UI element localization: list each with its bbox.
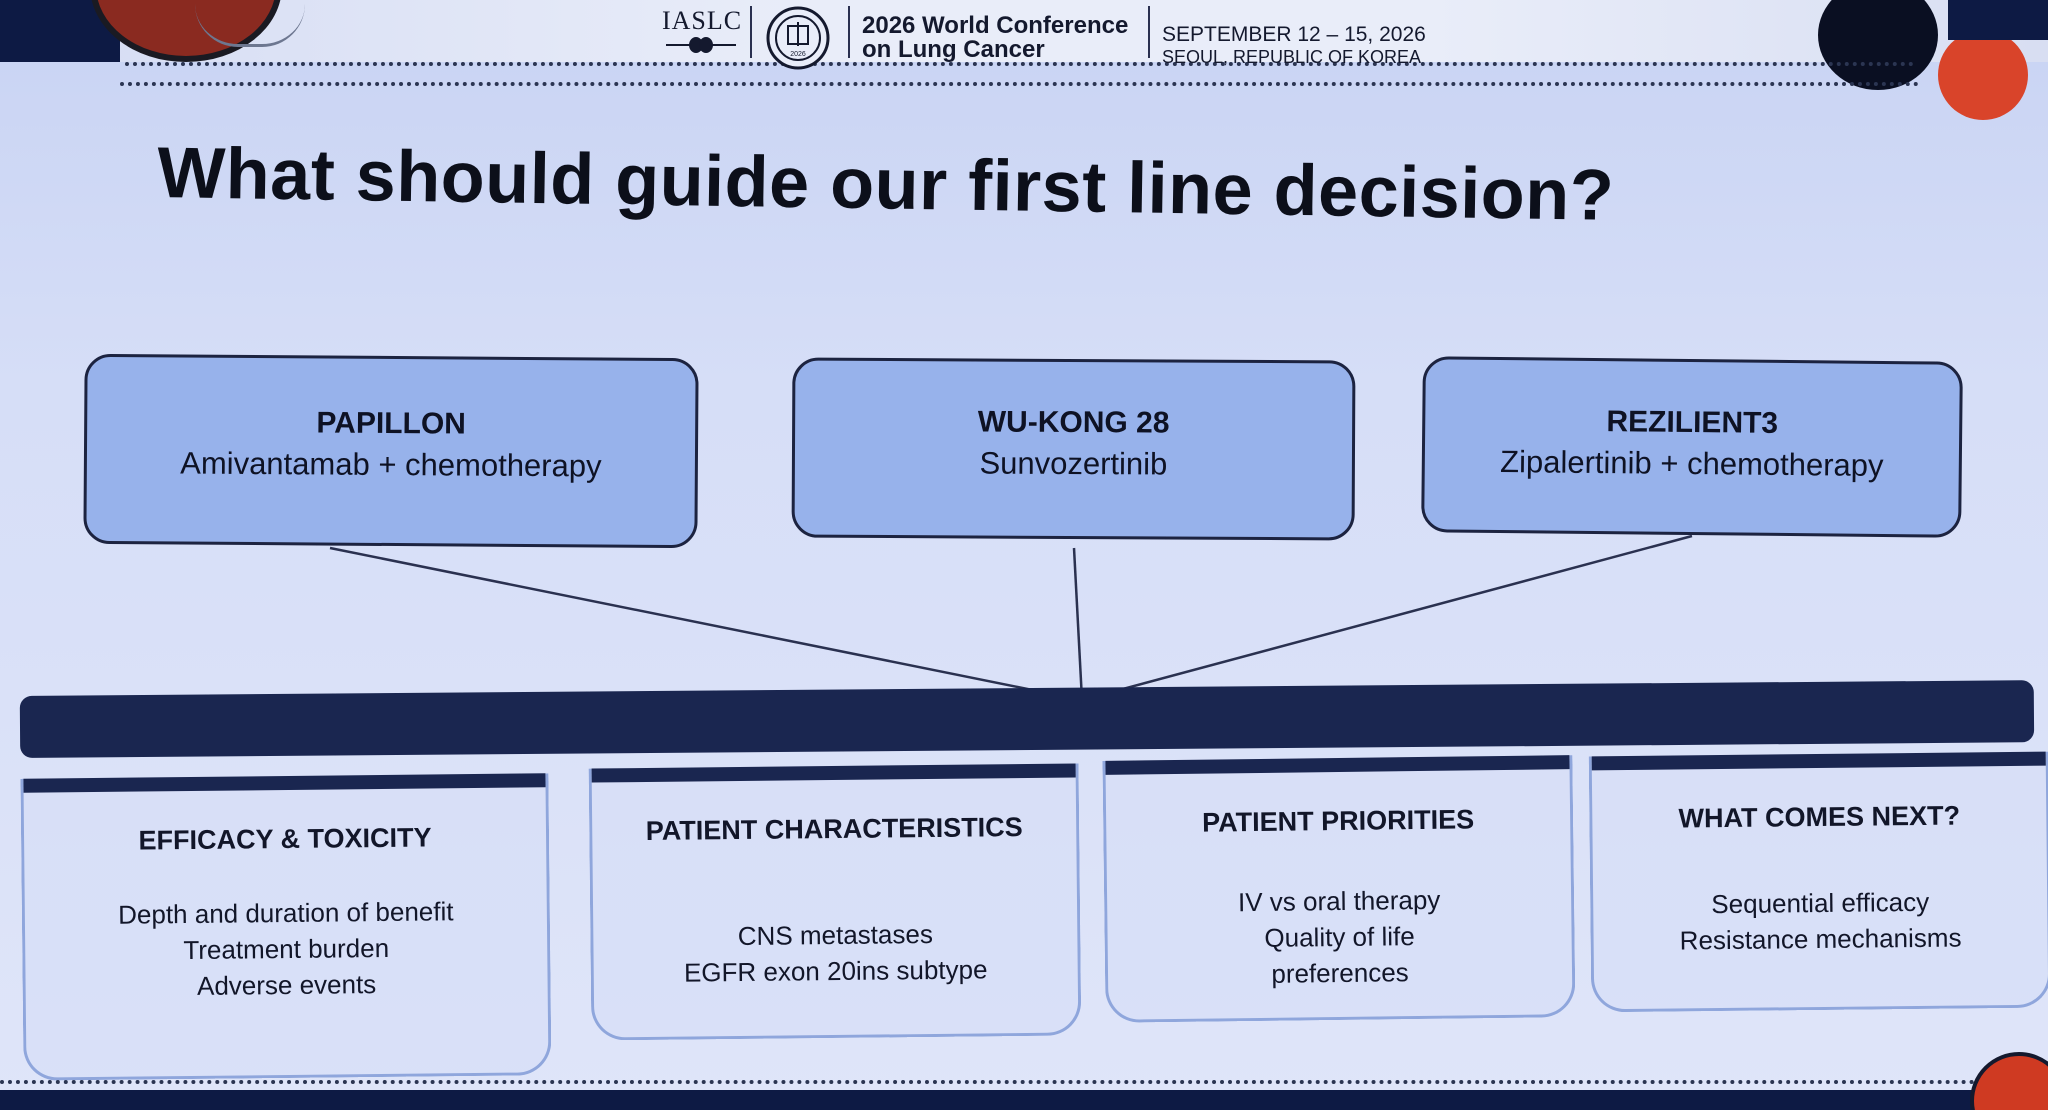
factor-items: CNS metastases EGFR exon 20ins subtype [593, 914, 1078, 991]
factor-heading: EFFICACY & TOXICITY [138, 822, 432, 856]
factor-cap [23, 773, 546, 793]
factor-item: Quality of life [1264, 921, 1415, 953]
factor-heading: WHAT COMES NEXT? [1678, 800, 1961, 834]
conference-location: SEOUL, REPUBLIC OF KOREA [1162, 47, 1422, 67]
iaslc-logo-text: IASLC [662, 6, 743, 35]
conference-date-location: SEPTEMBER 12 – 15, 2026 SEOUL, REPUBLIC … [1162, 24, 1462, 68]
factor-item: Depth and duration of benefit [118, 896, 454, 930]
factor-items: Depth and duration of benefit Treatment … [25, 892, 548, 1005]
factor-item: preferences [1271, 957, 1409, 989]
factor-heading: PATIENT CHARACTERISTICS [645, 812, 1023, 846]
header-frame [0, 0, 2048, 62]
corner-decoration-right [1948, 0, 2048, 40]
factor-item: CNS metastases [737, 918, 934, 952]
factor-item: IV vs oral therapy [1237, 884, 1441, 918]
header-separator [848, 6, 850, 58]
swirl-decoration-left [195, 4, 305, 47]
trial-box-papillon: PAPILLON Amivantamab + chemotherapy [83, 353, 699, 549]
connector-rezilient [1081, 534, 1693, 702]
factor-cap [1105, 755, 1570, 775]
factor-item: Treatment burden [183, 932, 390, 966]
trial-regimen: Sunvozertinib [979, 445, 1168, 482]
corner-dark-circle-right [1818, 0, 1938, 90]
factor-box-patient-priorities: PATIENT PRIORITIES IV vs oral therapy Qu… [1102, 755, 1576, 1023]
factor-item: EGFR exon 20ins subtype [683, 954, 988, 988]
factor-item: Adverse events [196, 969, 377, 1001]
factor-item: Resistance mechanisms [1679, 922, 1962, 956]
connector-wu-kong [1072, 547, 1084, 701]
header-dotted-line [125, 62, 1915, 66]
factor-item: Sequential efficacy [1711, 886, 1930, 920]
factor-items: Sequential efficacy Resistance mechanism… [1593, 883, 2048, 960]
corner-red-circle-bottom [1970, 1052, 2048, 1110]
header-separator [1148, 6, 1150, 58]
trial-regimen: Zipalertinib + chemotherapy [1499, 443, 1884, 484]
iaslc-lungs-icon [666, 37, 736, 53]
factor-box-efficacy-toxicity: EFFICACY & TOXICITY Depth and duration o… [20, 773, 552, 1081]
factor-cap [591, 763, 1076, 783]
conference-title: 2026 World Conference on Lung Cancer [862, 14, 1152, 62]
footer-dotted-line [0, 1080, 2000, 1084]
conference-seal-icon: 2026 [766, 6, 830, 70]
decision-bar [19, 680, 2035, 758]
trial-regimen: Amivantamab + chemotherapy [180, 445, 602, 484]
conference-title-line2: on Lung Cancer [862, 36, 1045, 63]
header-dotted-line-lower [120, 82, 1920, 86]
connector-papillon [329, 546, 1083, 702]
factor-cap [1591, 751, 2046, 771]
factor-items: IV vs oral therapy Quality of life prefe… [1107, 880, 1572, 994]
trial-box-wu-kong-28: WU-KONG 28 Sunvozertinib [791, 357, 1356, 541]
header-separator [750, 6, 752, 58]
factor-heading: PATIENT PRIORITIES [1201, 804, 1475, 838]
trial-box-rezilient3: REZILIENT3 Zipalertinib + chemotherapy [1421, 356, 1963, 538]
factor-box-what-comes-next: WHAT COMES NEXT? Sequential efficacy Res… [1588, 751, 2048, 1013]
seal-year: 2026 [790, 51, 806, 58]
corner-red-circle-right [1938, 30, 2028, 120]
factor-box-patient-characteristics: PATIENT CHARACTERISTICS CNS metastases E… [588, 763, 1082, 1041]
conference-dates: SEPTEMBER 12 – 15, 2026 [1162, 23, 1426, 46]
footer-frame [0, 1090, 2048, 1110]
slide-title: What should guide our first line decisio… [156, 132, 1615, 236]
trial-name: REZILIENT3 [1606, 405, 1779, 440]
trial-name: WU-KONG 28 [977, 405, 1170, 440]
conference-title-line1: 2026 World Conference [862, 12, 1129, 39]
trial-name: PAPILLON [316, 406, 467, 441]
